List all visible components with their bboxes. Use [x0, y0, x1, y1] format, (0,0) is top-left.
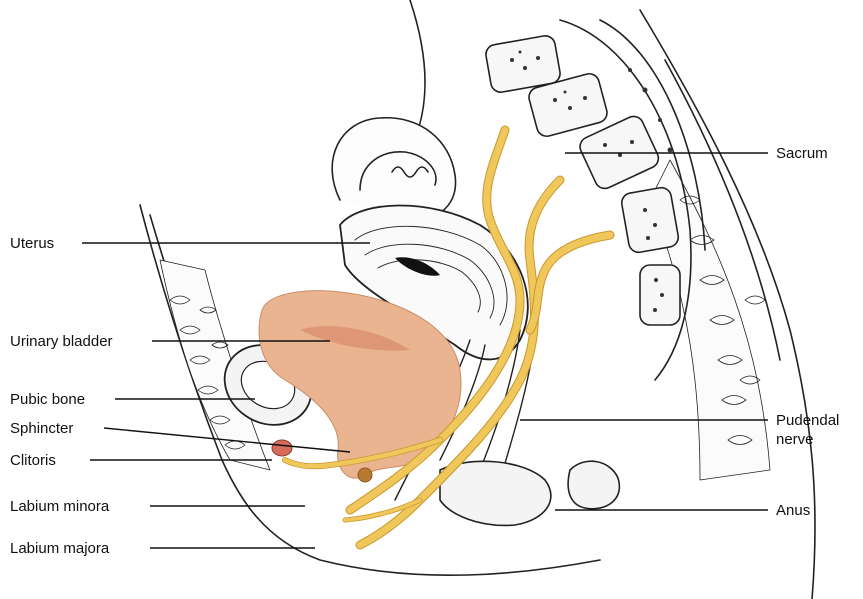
label-pudendal-nerve-line2: nerve	[776, 431, 814, 448]
label-clitoris: Clitoris	[10, 452, 56, 469]
label-anus: Anus	[776, 502, 810, 519]
clitoris	[272, 440, 292, 456]
label-sphincter: Sphincter	[10, 420, 73, 437]
label-labium-majora: Labium majora	[10, 540, 110, 557]
label-uterus: Uterus	[10, 235, 54, 252]
label-pudendal-nerve-line1: Pudendal	[776, 412, 839, 429]
label-labium-minora: Labium minora	[10, 498, 110, 515]
label-sacrum: Sacrum	[776, 145, 828, 162]
label-pubic-bone: Pubic bone	[10, 391, 85, 408]
anus-region	[440, 461, 619, 525]
label-urinary-bladder: Urinary bladder	[10, 333, 113, 350]
